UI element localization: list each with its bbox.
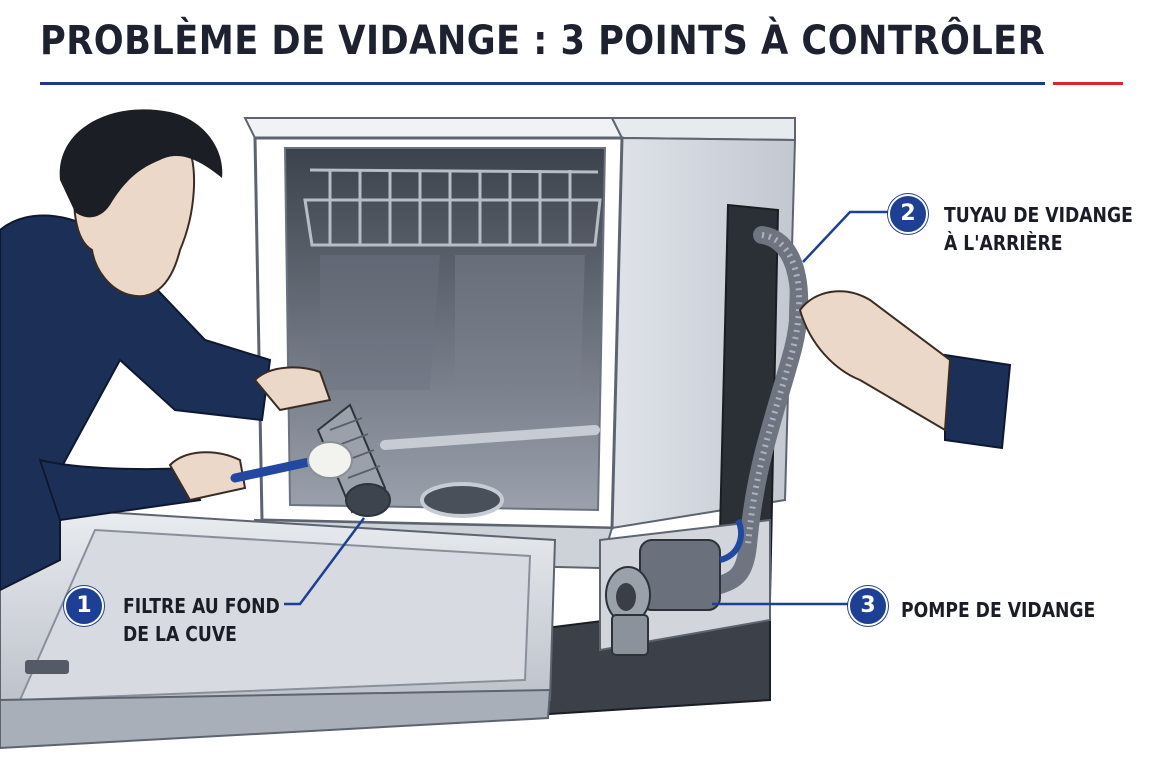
callout-number-2: 2 [888,194,928,234]
dishwasher-body [243,117,797,722]
drain-hose-ribs [745,232,803,546]
leader-line-2 [802,210,888,263]
callout-number-3: 3 [848,586,888,626]
cleaning-brush [230,441,353,483]
assistant-arm [798,290,1012,450]
callout-number-1: 1 [64,586,104,626]
dishwasher-door [0,508,557,750]
upper-rack [303,168,602,247]
page-title: PROBLÈME DE VIDANGE : 3 POINTS À CONTRÔL… [40,18,1046,64]
callout-label-1-line-2: DE LA CUVE [123,622,237,646]
callout-label-3: POMPE DE VIDANGE [901,598,1096,622]
callout-label-2-line-2: À L'ARRIÈRE [944,231,1063,255]
leader-line-1 [284,517,366,606]
drain-hose [711,226,809,594]
technician [0,109,332,592]
title-accent-bar [1053,82,1123,85]
callout-label-1-line-1: FILTRE AU FOND [123,594,280,618]
title-underline [40,82,1045,85]
drain-pump [605,518,744,656]
callout-label-2-line-1: TUYAU DE VIDANGE [944,203,1133,227]
